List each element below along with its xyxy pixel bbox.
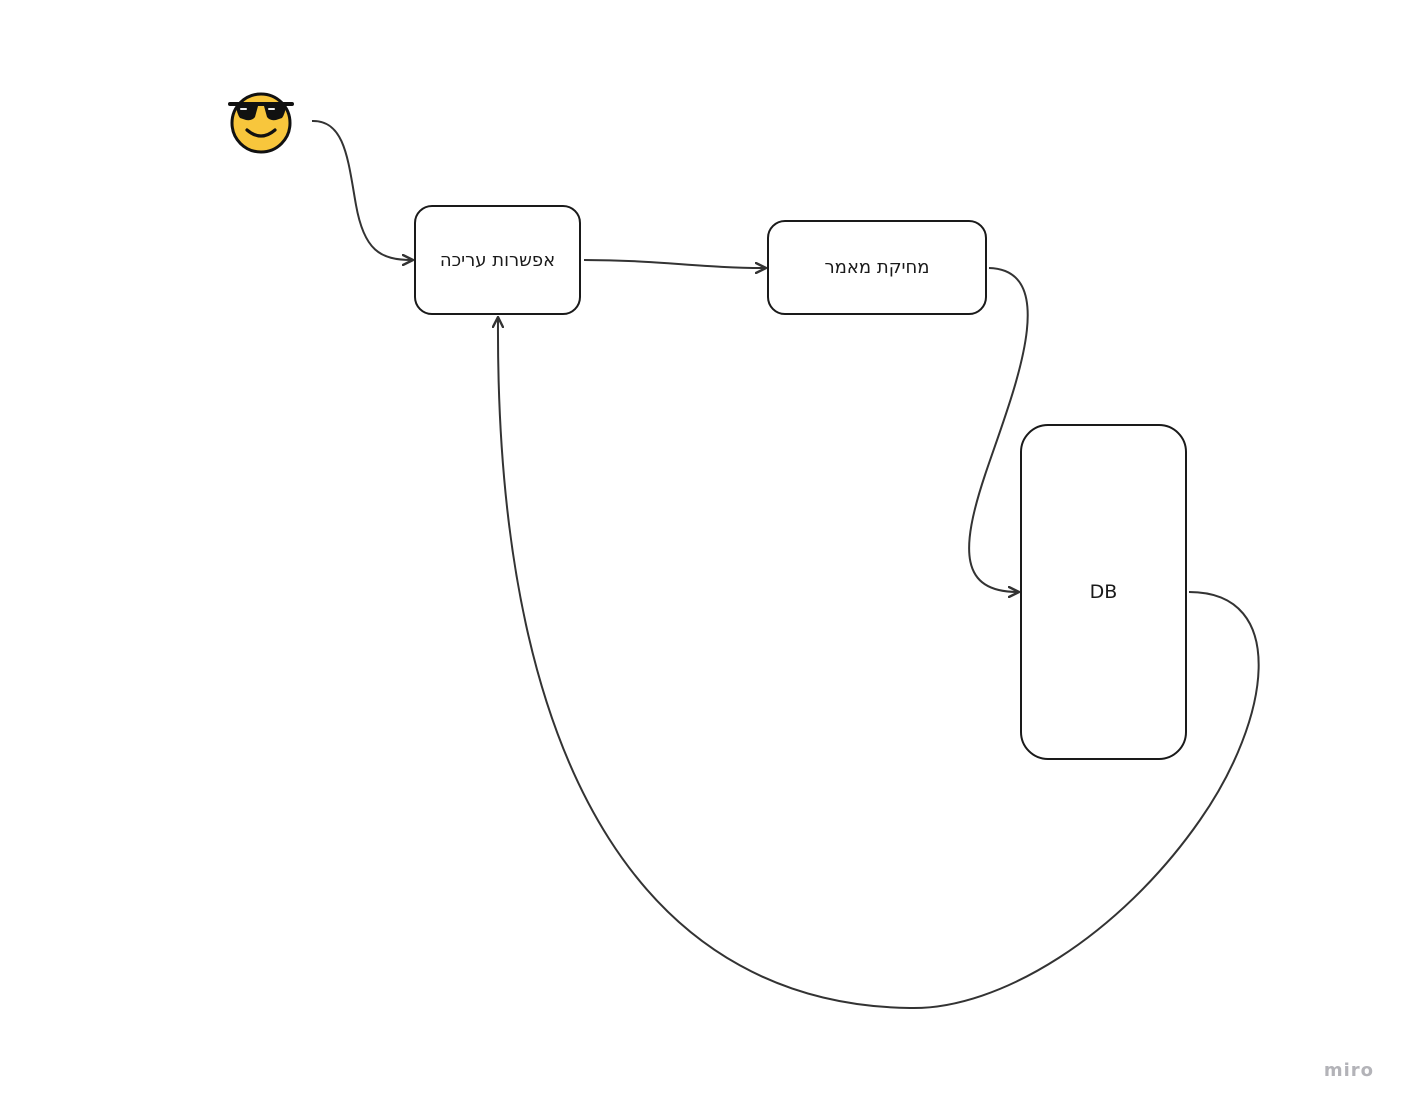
node-edit-option[interactable]: אפשרות עריכה [414, 205, 581, 315]
node-database-label: DB [1089, 581, 1118, 603]
node-database[interactable]: DB [1020, 424, 1187, 760]
node-delete-article-label: מחיקת מאמר [824, 257, 930, 278]
sunglasses-smiley-icon [228, 92, 294, 154]
miro-watermark: miro [1323, 1060, 1374, 1081]
node-delete-article[interactable]: מחיקת מאמר [767, 220, 987, 315]
node-edit-option-label: אפשרות עריכה [439, 249, 556, 271]
arrow-delete-to-db [968, 267, 1029, 592]
arrow-edit-to-delete [583, 259, 765, 268]
arrow-user-to-edit [311, 119, 412, 260]
arrow-db-to-edit [498, 318, 1260, 1010]
